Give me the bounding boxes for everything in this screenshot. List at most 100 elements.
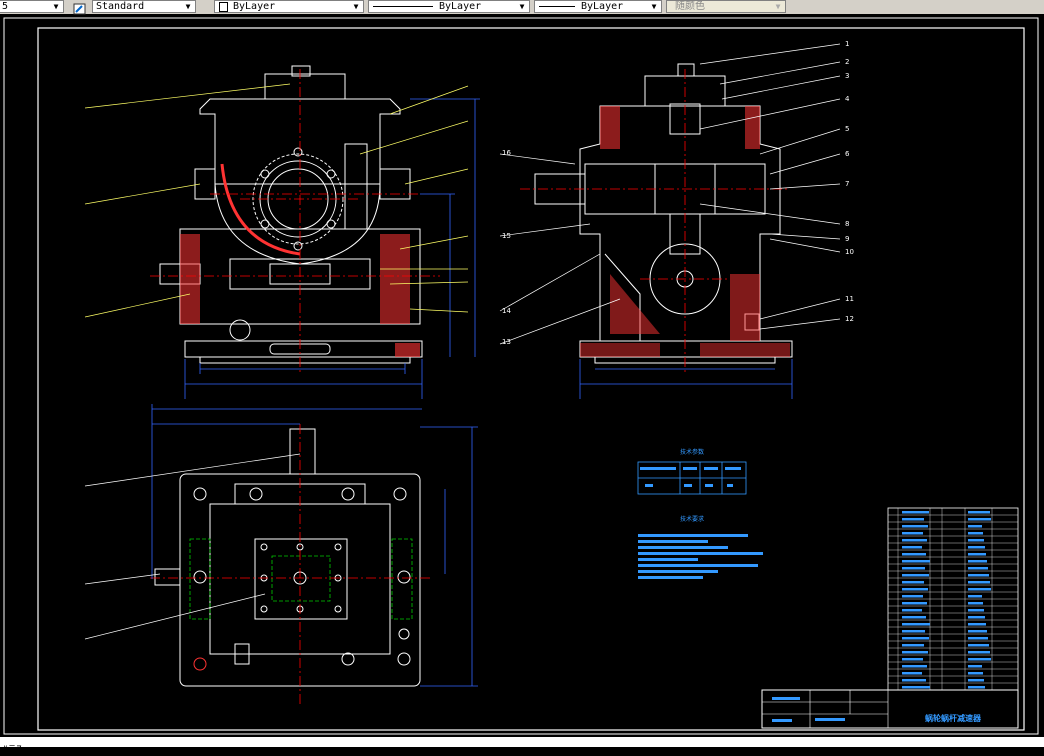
drawing-title: 蜗轮蜗杆减速器 [925,713,982,723]
parts-row-text [902,623,930,626]
balloon-label: 4 [845,95,850,103]
parts-row-text [902,539,927,542]
parts-row-text [968,539,984,542]
balloon-label: 7 [845,180,849,188]
color-swatch-icon [219,2,228,12]
front-view-dimensions [184,98,480,399]
text-style-combo[interactable]: Standard ▼ [92,0,196,13]
chevron-down-icon[interactable]: ▼ [353,2,359,11]
chevron-down-icon[interactable]: ▼ [185,2,191,11]
front-view-leaders [84,83,469,318]
parts-row-text [968,623,986,626]
tech-notes: 技术要求 [638,515,763,579]
outer-frame [3,17,1039,735]
parts-row-text [902,574,929,577]
color-combo[interactable]: ByLayer ▼ [214,0,364,13]
top-view-dimensions [151,404,478,687]
parts-row-text [902,560,930,563]
parts-row-text [968,658,991,661]
parts-row-text [902,630,925,633]
parts-row-text [968,595,982,598]
balloon-label: 8 [845,220,849,228]
balloon-label: 6 [845,150,850,158]
parts-row-text [968,637,988,640]
balloon-label: 5 [845,125,849,133]
parts-row-text [968,511,990,514]
front-view [159,65,423,364]
parts-row-text [968,560,987,563]
command-line[interactable]: #ラ7 [0,737,1044,755]
parts-row-text [902,651,928,654]
parts-row-text [902,595,923,598]
parts-row-text [902,602,927,605]
parts-row-text [902,546,922,549]
parts-row-text [902,518,924,521]
text-style-value: Standard [96,1,145,12]
chevron-down-icon[interactable]: ▼ [775,2,781,11]
parts-row-text [902,532,923,535]
top-view-leaders [84,453,301,640]
balloon-label: 9 [845,235,849,243]
parts-row-text [902,525,928,528]
parts-row-text [968,609,984,612]
chevron-down-icon[interactable]: ▼ [519,2,525,11]
parts-row-text [902,672,922,675]
linetype-preview-icon [373,6,433,7]
top-view-centerlines [150,424,430,704]
chevron-down-icon[interactable]: ▼ [53,2,59,11]
parts-row-text [968,588,991,591]
text-style-icon[interactable] [72,0,90,15]
tech-parameter-table: 技术参数 [637,448,747,495]
color-value: ByLayer [233,1,276,12]
drawing-canvas[interactable]: 1 2 3 4 5 6 7 8 9 10 11 12 13 14 15 16 [0,14,1044,737]
parts-row-text [968,679,984,682]
cad-drawing: 1 2 3 4 5 6 7 8 9 10 11 12 13 14 15 16 [3,17,1039,735]
lineweight-value: ByLayer [581,1,624,12]
balloon-label: 15 [502,232,511,240]
linetype-value: ByLayer [439,1,482,12]
parts-row-text [968,672,983,675]
parts-row-text [968,644,989,647]
side-view-leaders [499,43,841,345]
top-view-hidden-lines [189,538,413,620]
dim-style-value: 5 [2,1,9,12]
parts-row-text [968,567,988,570]
side-view-dimensions [579,359,793,399]
top-view [154,428,421,687]
balloon-label: 10 [845,248,854,256]
plot-style-combo[interactable]: 随颜色 ▼ [666,0,786,13]
side-view-centerlines [520,69,790,374]
dim-style-combo[interactable]: 5 ▼ [0,0,64,13]
parts-row-text [902,581,924,584]
parts-row-text [902,553,926,556]
parts-row-text [968,525,982,528]
parts-row-text [902,686,930,689]
balloon-label: 13 [502,338,511,346]
parts-row-text [968,532,983,535]
lineweight-preview-icon [539,6,575,7]
parts-row-text [968,546,985,549]
balloon-label: 3 [845,72,849,80]
lineweight-combo[interactable]: ByLayer ▼ [534,0,662,13]
properties-toolbar: 5 ▼ Standard ▼ ByLayer ▼ ByLayer ▼ ByLay… [0,0,1044,15]
parts-row-text [968,518,991,521]
parts-row-text [902,511,929,514]
parts-row-text [902,609,922,612]
parts-row-text [968,630,987,633]
parts-row-text [902,665,927,668]
balloon-label: 12 [845,315,854,323]
balloon-label: 16 [502,149,511,157]
parts-row-text [902,637,929,640]
side-view [534,63,793,364]
parts-row-text [968,581,990,584]
inner-frame [37,27,1025,731]
chevron-down-icon[interactable]: ▼ [651,2,657,11]
linetype-combo[interactable]: ByLayer ▼ [368,0,530,13]
parts-row-text [968,651,990,654]
parts-list [887,507,1019,691]
balloon-label: 2 [845,58,849,66]
tech-notes-title: 技术要求 [680,515,704,523]
plot-style-value: 随颜色 [675,1,705,12]
side-view-balloons: 1 2 3 4 5 6 7 8 9 10 11 12 13 14 15 16 [502,40,854,346]
front-view-centerlines [150,69,440,374]
